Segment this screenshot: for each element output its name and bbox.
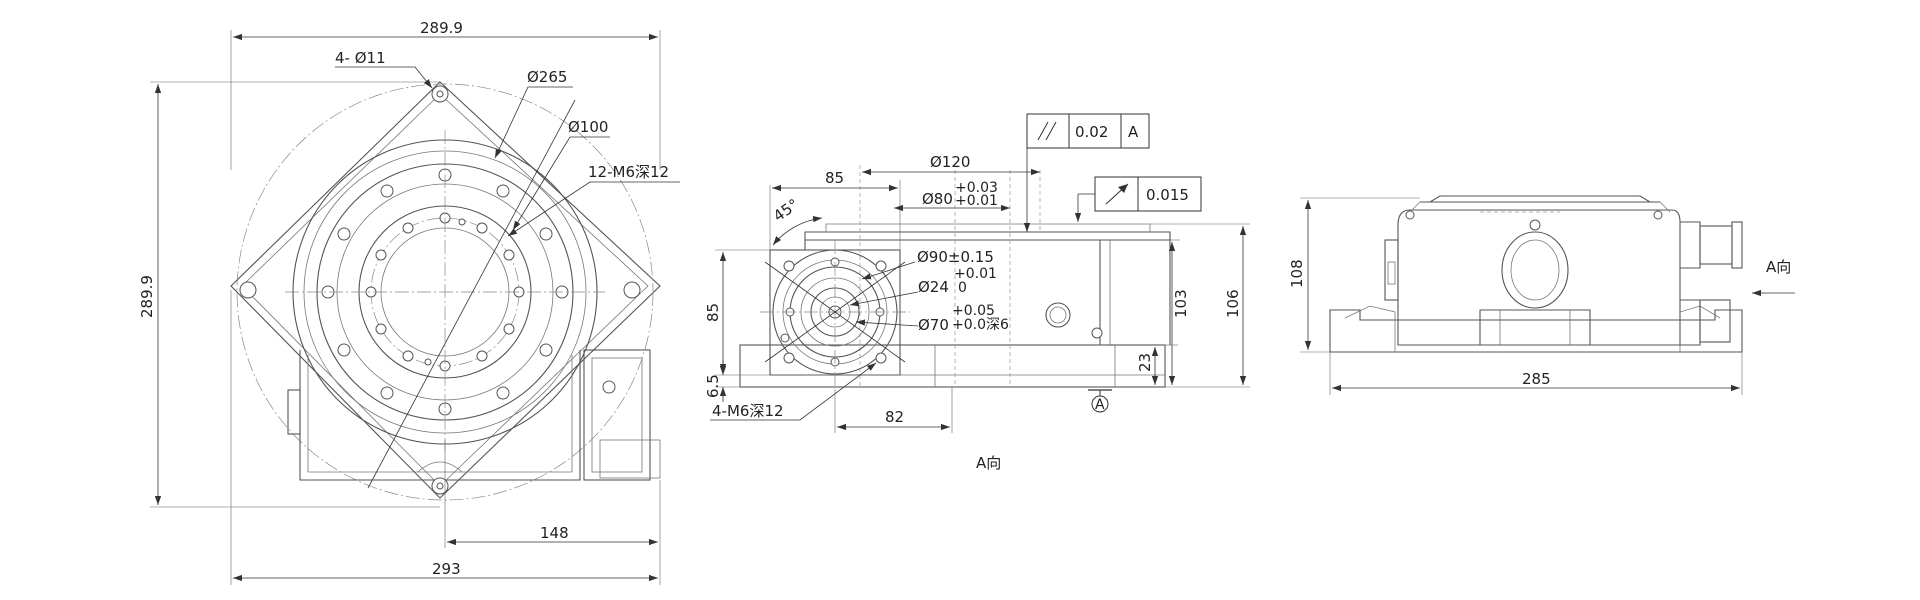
dim-6-5: 6.5 (704, 374, 722, 398)
datum-symbol: A (1088, 389, 1112, 413)
leader-holes-corner (335, 66, 433, 89)
dim-23: 23 (1136, 353, 1154, 372)
label-dia-outer: Ø265 (527, 68, 567, 86)
corner-hole-right (623, 281, 641, 299)
gdt-runout-value: 0.015 (1146, 186, 1189, 204)
label-dia-inner: Ø100 (568, 118, 608, 136)
dim-293: 293 (432, 560, 461, 578)
tol-70-upper: +0.05 (952, 303, 995, 319)
eye-bolt (1501, 231, 1569, 309)
leader-dia-inner (512, 136, 610, 231)
tol-24-lower: 0 (958, 280, 967, 296)
tol-80-lower: +0.01 (955, 193, 998, 209)
angle-arc-45 (772, 215, 823, 246)
side-port-left (1384, 239, 1399, 301)
dim-108: 108 (1288, 259, 1306, 288)
leader-dia-outer (494, 86, 573, 159)
depth-6: 深6 (986, 317, 1009, 333)
side-port-right-upper (1680, 221, 1701, 269)
dim-dia-24: Ø24 (918, 278, 949, 296)
side-fitting-left (287, 389, 301, 435)
dim-left-height: 289.9 (138, 275, 156, 318)
side-view: 108 285 A向 (1288, 195, 1795, 395)
leader-tapped-front (710, 362, 877, 421)
leader-dia-24 (849, 291, 919, 307)
side-base (1329, 309, 1743, 353)
dim-285: 285 (1522, 370, 1551, 388)
dim-top-width: 289.9 (420, 19, 463, 37)
tapped-holes-ring (321, 168, 569, 416)
base-plate (739, 344, 1166, 388)
label-tapped-front: 4-M6深12 (712, 402, 784, 420)
datum-label: A (1095, 397, 1105, 413)
leader-diagonal (367, 99, 576, 489)
label-holes-corner: 4- Ø11 (335, 49, 386, 67)
dim-dia-80: Ø80 (922, 190, 953, 208)
front-view: 85 Ø120 Ø80 +0.03 +0.01 0.02 A 0.015 (704, 113, 1250, 472)
gdt-parallelism-frame: 0.02 A (1026, 113, 1150, 149)
corner-hole-left (239, 281, 257, 299)
dim-106: 106 (1224, 289, 1242, 318)
dim-85-top: 85 (825, 169, 844, 187)
label-tapped-holes: 12-M6深12 (588, 163, 669, 181)
side-port (1045, 302, 1071, 328)
dim-dia-120: Ø120 (930, 153, 970, 171)
side-fitting-right (583, 349, 651, 481)
dim-82: 82 (885, 408, 904, 426)
view-arrow-label: A向 (1766, 258, 1791, 276)
housing-body (299, 350, 581, 481)
dim-85-left: 85 (704, 303, 722, 322)
dim-dia-70: Ø70 (918, 316, 949, 334)
fitting-hole (602, 380, 616, 394)
dim-dia-90: Ø90±0.15 (917, 248, 994, 266)
tol-80-upper: +0.03 (955, 180, 998, 196)
leader-dia-70 (855, 319, 919, 327)
view-caption-a: A向 (976, 454, 1001, 472)
gdt-runout-frame: 0.015 (1094, 176, 1202, 212)
tol-70-lower: +0.0 (952, 317, 986, 333)
base-outline (230, 81, 661, 499)
gdt-parallel-datum: A (1128, 123, 1139, 141)
tol-24-upper: +0.01 (954, 266, 997, 282)
top-view: 289.9 289.9 (138, 19, 680, 585)
dim-103: 103 (1172, 289, 1190, 318)
side-body (1397, 209, 1681, 346)
leader-tapped-holes (507, 181, 680, 237)
leader-dia-90 (861, 261, 916, 280)
dim-148: 148 (540, 524, 569, 542)
angle-45: 45° (770, 195, 802, 225)
inner-holes-ring (365, 212, 525, 372)
gdt-parallel-value: 0.02 (1075, 123, 1108, 141)
